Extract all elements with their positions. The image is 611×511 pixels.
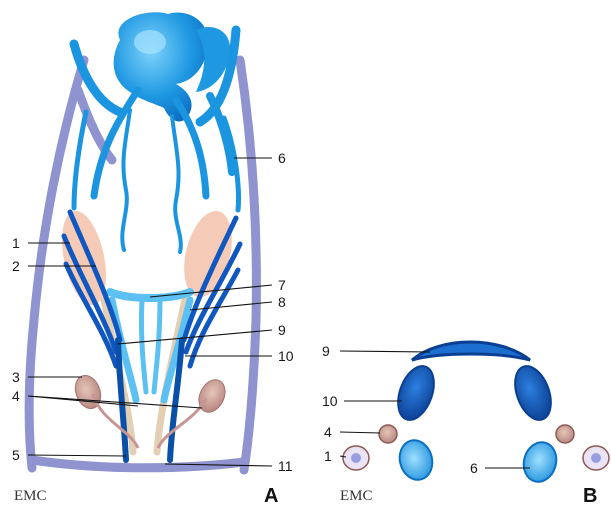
label-b-4: 4: [324, 424, 332, 440]
arch-vessel: [412, 342, 530, 360]
logo-a: EMC: [14, 488, 47, 504]
panel-b-labels: 9 10 4 1 6 EMC B: [322, 343, 597, 507]
label-a-10: 10: [278, 348, 294, 364]
panel-a-diagram: [29, 12, 256, 470]
label-b-10: 10: [322, 393, 338, 409]
label-b-1: 1: [324, 448, 332, 464]
label-b-9: 9: [322, 343, 330, 359]
panel-b-leaders: [340, 351, 530, 468]
label-a-1: 1: [12, 235, 20, 251]
label-a-9: 9: [278, 322, 286, 338]
label-a-4: 4: [12, 388, 20, 404]
nerve-nodules: [71, 372, 230, 448]
deep-vein-left: [391, 361, 440, 425]
label-a-2: 2: [12, 258, 20, 274]
label-a-7: 7: [278, 277, 286, 293]
logo-b: EMC: [340, 488, 373, 504]
panel-letter-a: A: [264, 485, 278, 507]
vein-6-left: [395, 437, 436, 484]
panel-a-leaders: [28, 158, 272, 466]
label-a-3: 3: [12, 369, 20, 385]
label-b-6: 6: [470, 460, 478, 476]
nerve-left: [379, 425, 397, 443]
label-a-5: 5: [12, 447, 20, 463]
nerve-right: [556, 425, 574, 443]
deep-vein-right: [508, 361, 557, 425]
label-a-8: 8: [278, 294, 286, 310]
label-a-11: 11: [278, 458, 293, 474]
vein-6-right: [519, 439, 560, 486]
label-a-6: 6: [278, 150, 286, 166]
panel-letter-b: B: [583, 485, 597, 507]
